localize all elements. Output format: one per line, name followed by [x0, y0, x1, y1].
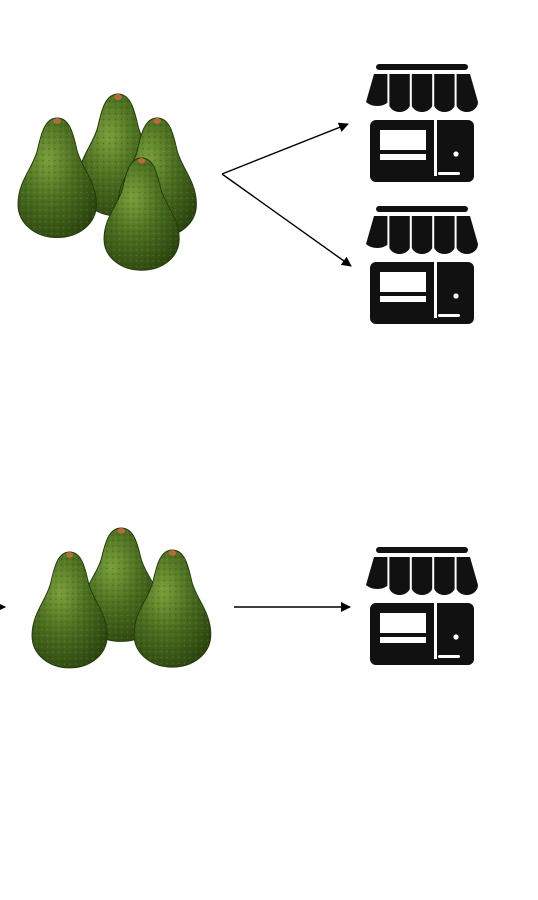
- avocado-icon: [31, 551, 108, 669]
- avocado-pile-top: [17, 93, 197, 271]
- arrow-to-store-top-1: [221, 122, 349, 175]
- avocado-pile-bottom: [31, 527, 212, 669]
- avocado-icon: [133, 549, 212, 668]
- store-icon: [365, 205, 479, 325]
- arrow-to-store-top-2: [221, 173, 352, 267]
- avocado-icon: [17, 117, 97, 239]
- store-icon: [365, 63, 479, 183]
- store-icon: [365, 546, 479, 666]
